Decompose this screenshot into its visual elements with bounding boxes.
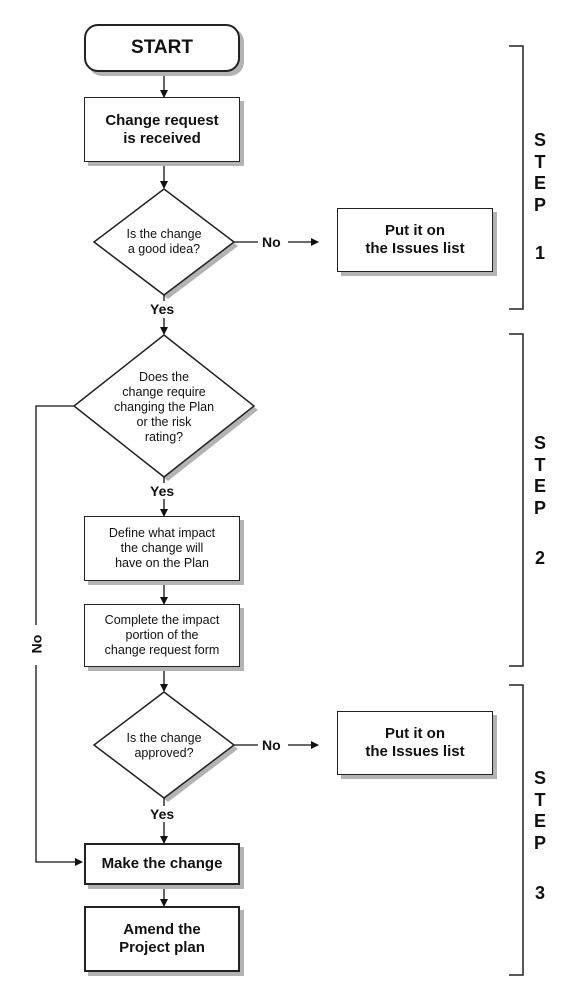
amend-project-plan-box: Amend the Project plan: [84, 906, 240, 972]
label-no-approved: No: [262, 737, 281, 753]
make-change-box: Make the change: [84, 843, 240, 885]
good-idea-question: Is the change a good idea?: [126, 227, 202, 256]
label-no-good-idea: No: [262, 234, 281, 250]
step-3-number: 3: [534, 883, 545, 903]
change-request-received-box: Change request is received: [84, 97, 240, 162]
label-yes-good-idea: Yes: [150, 301, 175, 317]
complete-impact-box: Complete the impact portion of the chang…: [84, 604, 240, 667]
require-change-question: Does the change require changing the Pla…: [113, 369, 215, 444]
label-yes-require: Yes: [150, 483, 175, 499]
step-2-bracket: [509, 333, 524, 667]
define-impact-box: Define what impact the change will have …: [84, 516, 240, 581]
issues-list-box-1: Put it on the Issues list: [337, 208, 493, 272]
start-terminal: START: [84, 24, 240, 72]
step-3-word: S T E P: [533, 768, 546, 853]
label-no-require: No: [28, 634, 45, 654]
step-1-number: 1: [534, 243, 545, 263]
step-2-word: S T E P: [533, 433, 546, 518]
step-1-word: S T E P: [533, 130, 546, 215]
step-3-bracket: [509, 684, 524, 976]
edge-require-no-loop-bottom: [35, 665, 83, 866]
label-yes-approved: Yes: [150, 806, 175, 822]
edge-require-no-loop-top: [35, 405, 74, 625]
step-1-bracket: [509, 45, 524, 310]
approved-question: Is the change approved?: [126, 731, 202, 760]
issues-list-box-2: Put it on the Issues list: [337, 711, 493, 775]
step-2-number: 2: [534, 548, 545, 568]
